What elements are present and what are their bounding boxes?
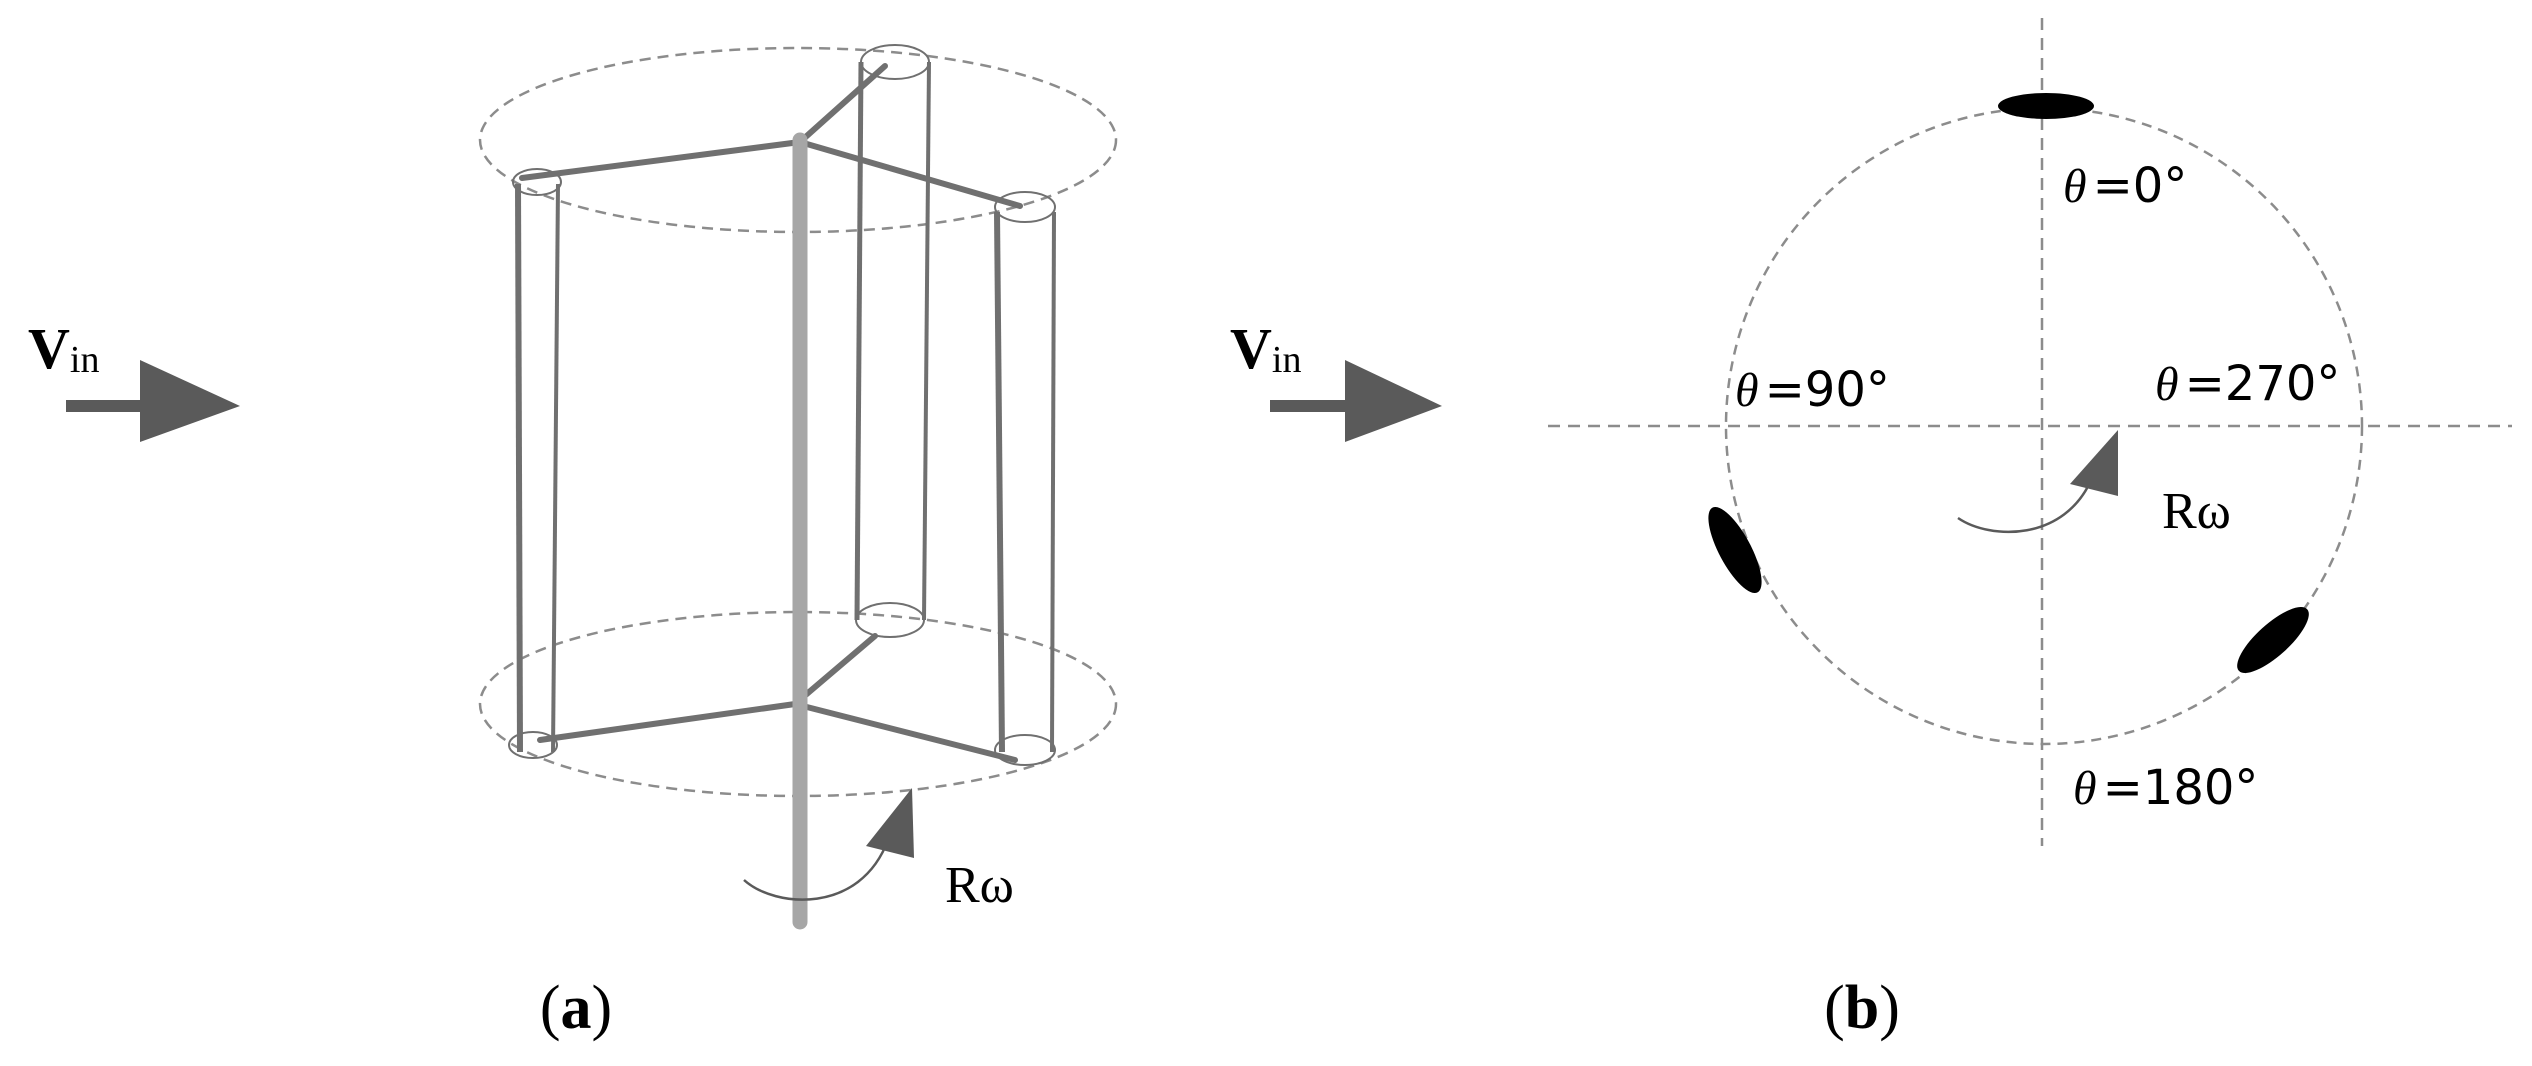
panel-a: Vin <box>28 44 1118 1042</box>
blade-left-bottom-cap <box>508 731 558 759</box>
blade-back <box>854 44 931 638</box>
rotation-arrow-a: Rω <box>743 788 1014 914</box>
blade-top <box>1998 93 2094 119</box>
svg-text:Vin: Vin <box>1230 316 1301 381</box>
panel-b: Vin θ=0° θ=90° θ=270° θ=180° Rω (b) <box>1230 18 2512 1042</box>
blade-back-top-cap <box>860 44 930 80</box>
top-strut-back <box>797 63 888 145</box>
wind-arrow-b: Vin <box>1230 316 1442 442</box>
wind-label-main-a: V <box>28 316 70 381</box>
blade-right-bottom-cap <box>994 734 1056 766</box>
rotation-arrow-b: Rω <box>1957 430 2231 540</box>
blade-right <box>994 191 1056 766</box>
bottom-strut-right <box>792 701 1018 763</box>
rotation-arrowhead-a <box>866 788 914 858</box>
struts <box>519 63 1023 763</box>
angle-label-bottom: θ=180° <box>2073 760 2258 816</box>
rotation-label-b: Rω <box>2162 483 2231 540</box>
angle-label-left: θ=90° <box>1735 362 1890 418</box>
wind-arrow-a: Vin <box>28 316 240 442</box>
bottom-strut-back <box>792 633 878 707</box>
wind-arrow-head-a <box>140 360 240 442</box>
wind-label-main-b: V <box>1230 316 1272 381</box>
blade-left <box>508 168 562 759</box>
rotation-arc-a <box>743 839 890 901</box>
top-strut-left <box>519 139 803 181</box>
blade-left-top-cap <box>512 168 562 196</box>
top-strut-right <box>797 139 1023 209</box>
blade-right-top-cap <box>994 191 1056 223</box>
blade-lower-left <box>1708 506 1762 594</box>
rotation-arrowhead-b <box>2070 430 2118 496</box>
blade-lower-right <box>2237 607 2309 673</box>
angle-label-right: θ=270° <box>2155 356 2340 412</box>
rotation-arc-b <box>1957 477 2094 534</box>
bottom-strut-left <box>537 701 798 743</box>
wind-label-sub-a: in <box>70 339 100 381</box>
rotation-label-a: Rω <box>945 857 1014 914</box>
panel-label-a: (a) <box>540 974 612 1042</box>
wind-arrow-head-b <box>1345 360 1442 442</box>
panel-label-b: (b) <box>1824 974 1900 1042</box>
svg-text:Vin: Vin <box>28 316 99 381</box>
wind-arrow-shaft-a <box>66 400 146 412</box>
wind-arrow-shaft-b <box>1270 400 1350 412</box>
wind-label-sub-b: in <box>1272 339 1302 381</box>
blade-back-bottom-cap <box>855 602 925 638</box>
angle-label-top: θ=0° <box>2063 158 2187 214</box>
